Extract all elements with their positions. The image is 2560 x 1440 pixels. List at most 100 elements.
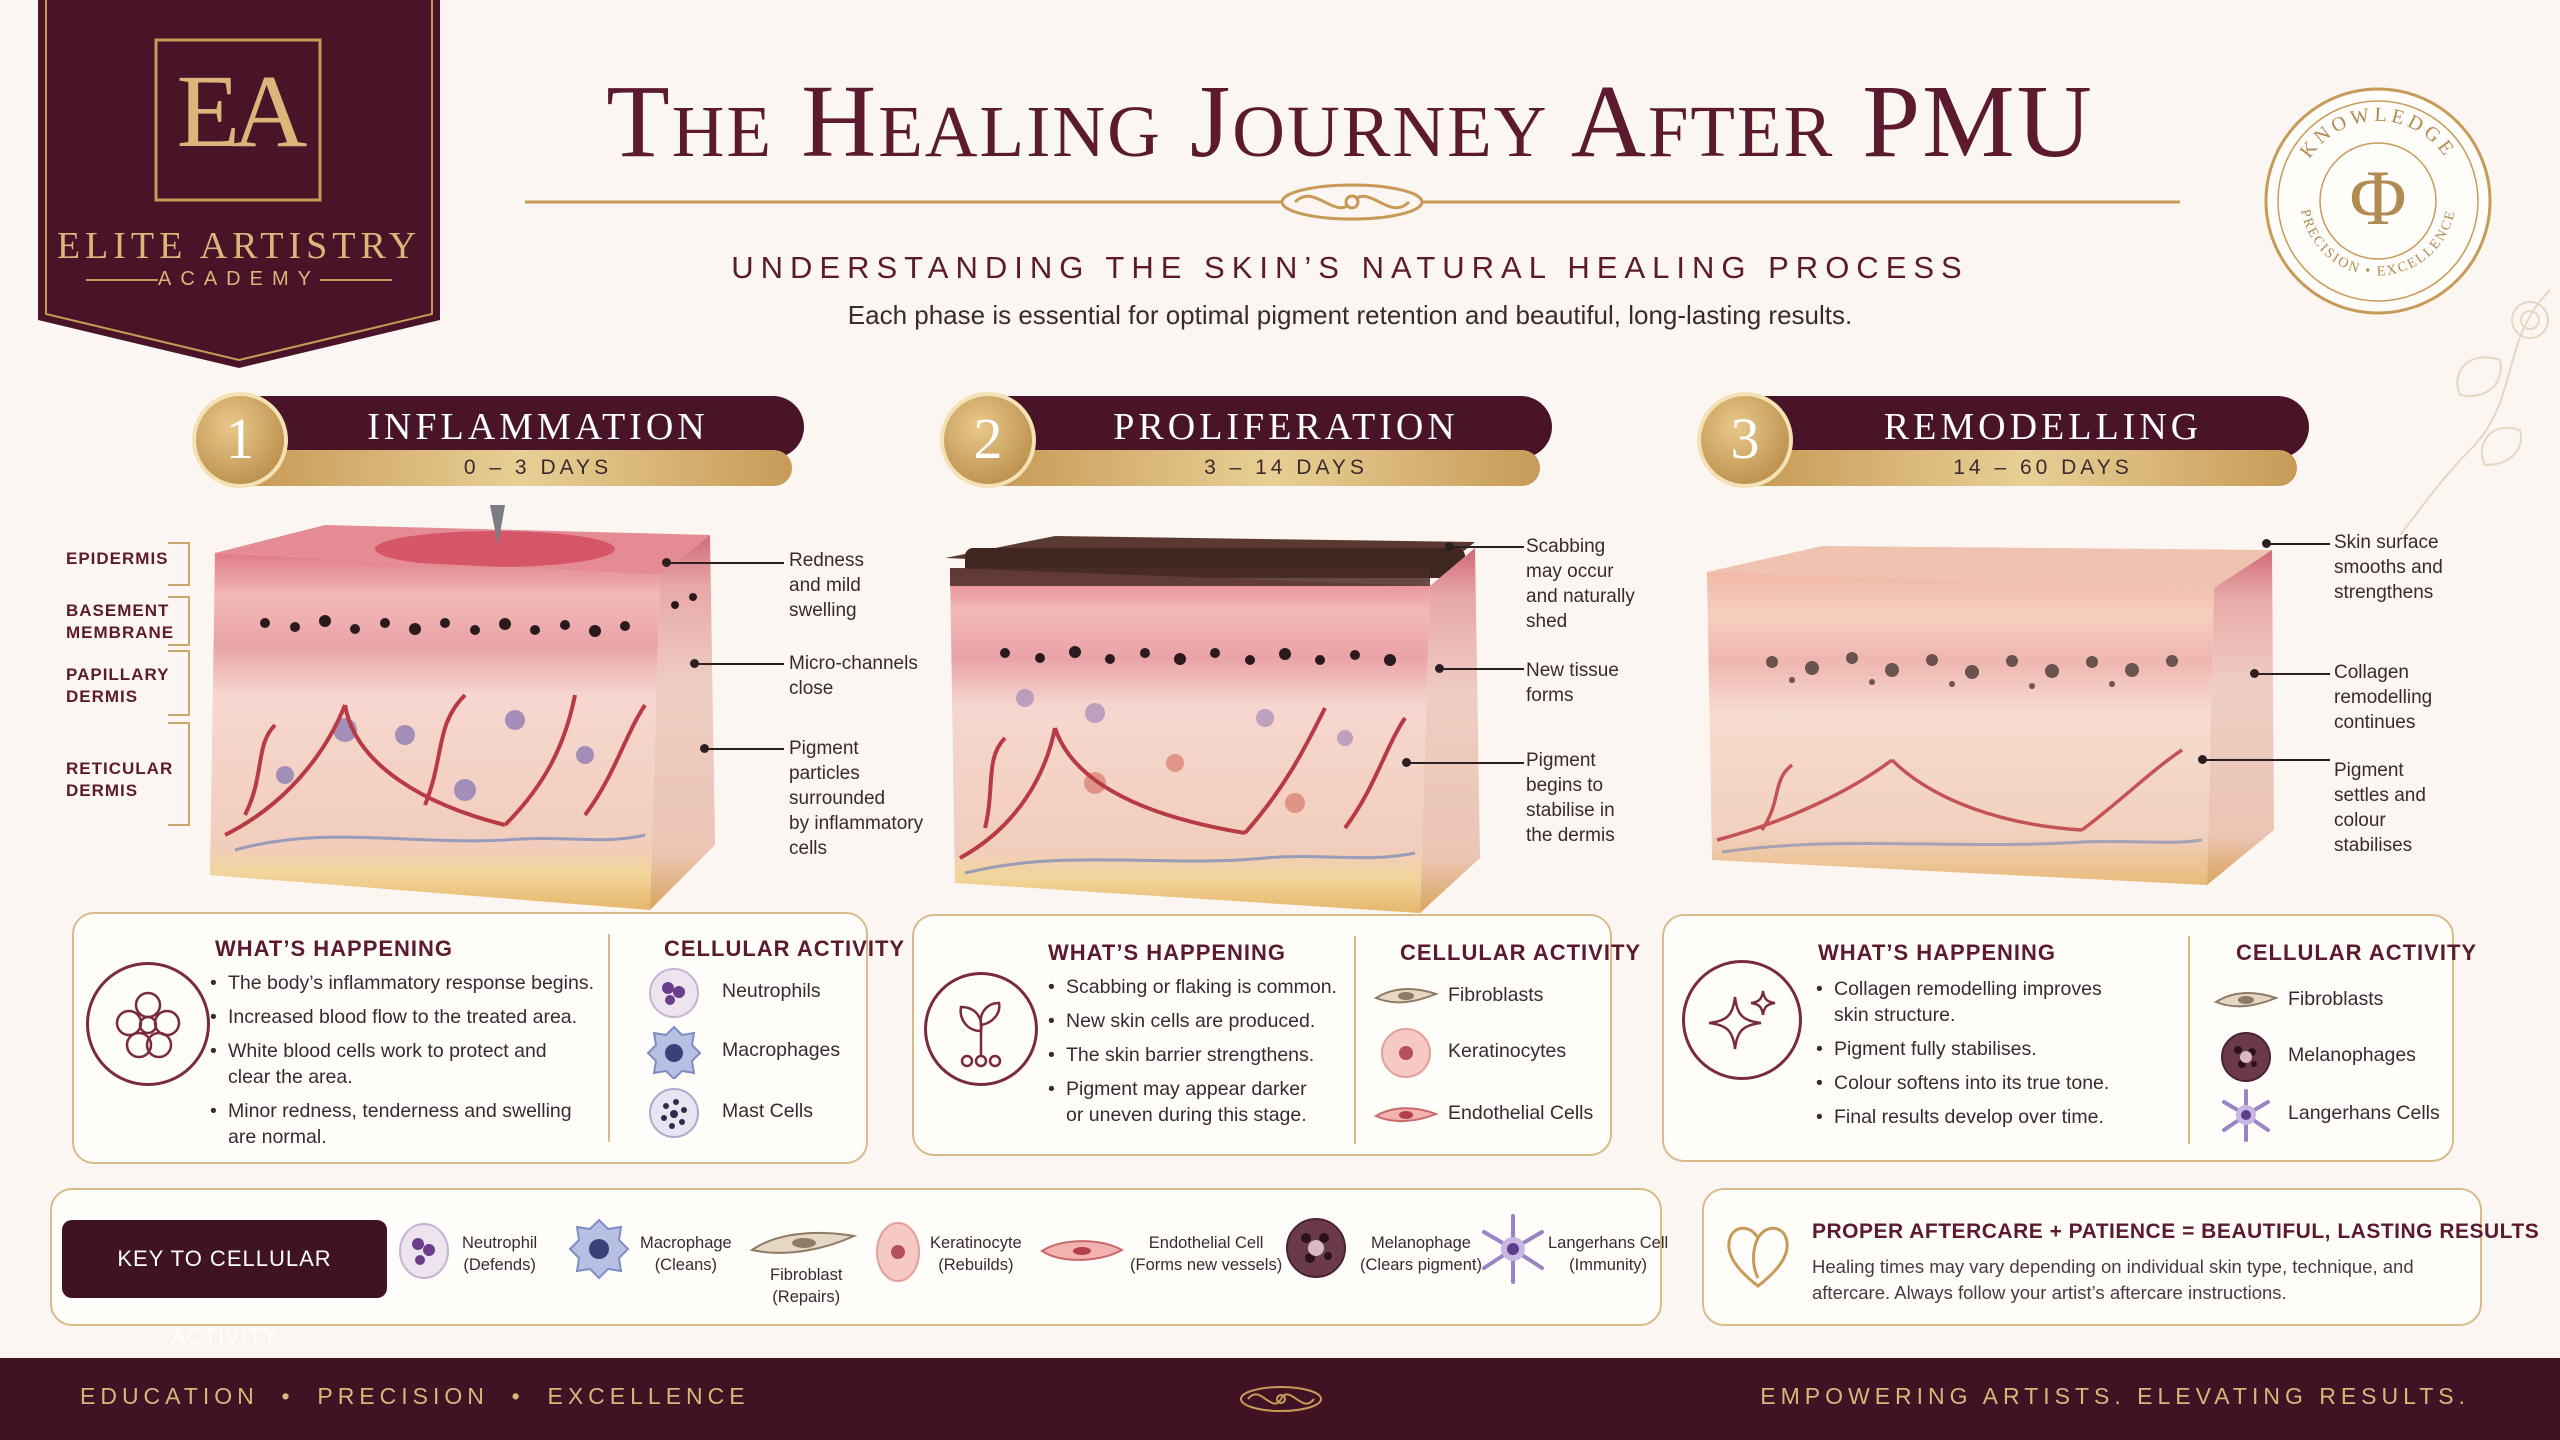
happening-item: Final results develop over time. xyxy=(1814,1104,2194,1130)
key-label: KEY TO CELLULAR ACTIVITY xyxy=(62,1220,387,1349)
logo-banner: EA Elite Artistry ACADEMY xyxy=(38,0,440,370)
key-item-macrophage: Macrophage(Cleans) xyxy=(640,1232,732,1276)
happening-item: The skin barrier strengthens. xyxy=(1046,1042,1346,1068)
phase-number: 3 xyxy=(1697,392,1793,488)
happening-item: Pigment may appear darker or uneven duri… xyxy=(1046,1076,1346,1128)
keratinocyte-icon xyxy=(876,1222,920,1282)
cell-label: Endothelial Cells xyxy=(1448,1102,1594,1124)
callout-pigment-stabilise: Pigment begins to stabilise in the dermi… xyxy=(1526,750,1615,846)
logo-sub: ACADEMY xyxy=(158,268,320,290)
cellular-title: CELLULAR ACTIVITY xyxy=(1400,940,1642,965)
layer-bracket xyxy=(168,542,190,586)
key-item-role: (Defends) xyxy=(463,1256,536,1274)
page-title: The Healing Journey After PMU xyxy=(606,64,2094,179)
cell-label: Keratinocytes xyxy=(1448,1040,1567,1062)
happening-item: Scabbing or flaking is common. xyxy=(1046,974,1346,1000)
footer-right-text: EMPOWERING ARTISTS. ELEVATING RESULTS. xyxy=(1760,1383,2470,1409)
phase-days: 14 – 60 DAYS xyxy=(1953,456,2133,479)
key-item-endothelial: Endothelial Cell (Forms new vessels) xyxy=(1130,1232,1282,1276)
key-item-langerhans: Langerhans Cell(Immunity) xyxy=(1548,1232,1668,1276)
key-item-role: (Repairs) xyxy=(772,1288,841,1306)
key-item-role: (Rebuilds) xyxy=(938,1256,1014,1274)
neutrophil-icon xyxy=(649,968,699,1018)
langerhans-cell-icon xyxy=(2222,1089,2270,1142)
callout-pigment-inflammatory: Pigment particles surrounded by inflamma… xyxy=(789,738,924,859)
key-item-name: Keratinocyte xyxy=(930,1234,1022,1252)
key-item-keratinocyte: Keratinocyte (Rebuilds) xyxy=(930,1232,1022,1276)
skin-block-proliferation xyxy=(945,536,1480,913)
key-item-role: (Clears pigment) xyxy=(1360,1256,1482,1274)
melanophage-icon xyxy=(2221,1032,2271,1082)
seal-glyph: Φ xyxy=(2349,154,2407,241)
melanophage-icon xyxy=(1286,1218,1346,1278)
happening-list: Collagen remodelling improves skin struc… xyxy=(1814,976,2194,1138)
cell-label: Macrophages xyxy=(722,1039,841,1061)
cell-label: Melanophages xyxy=(2288,1044,2416,1066)
footer-left-text: EDUCATION • PRECISION • EXCELLENCE xyxy=(80,1383,750,1409)
key-item-melanophage: Melanophage (Clears pigment) xyxy=(1360,1232,1482,1276)
phase-title: INFLAMMATION xyxy=(367,406,709,448)
layer-label-reticular: RETICULAR DERMIS xyxy=(66,759,174,800)
happening-list: Scabbing or flaking is common. New skin … xyxy=(1046,974,1346,1136)
key-item-role: (Immunity) xyxy=(1569,1256,1648,1274)
sprout-icon xyxy=(924,972,1038,1086)
key-item-role: (Forms new vessels) xyxy=(1130,1256,1283,1274)
aftercare-title: PROPER AFTERCARE + PATIENCE = BEAUTIFUL,… xyxy=(1812,1220,2540,1243)
logo-name: Elite Artistry xyxy=(56,225,422,267)
callout-microchannels: Micro-channels close xyxy=(789,653,918,699)
phase-header-2: 2 PROLIFERATION 3 – 14 DAYS xyxy=(940,392,1552,494)
layer-bracket xyxy=(168,596,190,646)
key-item-name: Macrophage xyxy=(640,1234,732,1252)
happening-title: WHAT’S HAPPENING xyxy=(1048,940,1287,965)
phase-header-3: 3 REMODELLING 14 – 60 DAYS xyxy=(1697,392,2309,494)
cell-label: Langerhans Cells xyxy=(2288,1102,2440,1124)
callout-new-tissue: New tissue forms xyxy=(1526,660,1619,706)
footer-ornament xyxy=(1240,1386,1322,1412)
key-item-name: Fibroblast xyxy=(770,1266,843,1284)
key-item-name: Neutrophil xyxy=(462,1234,538,1252)
phase-days: 0 – 3 DAYS xyxy=(463,456,613,479)
phase-number: 1 xyxy=(192,392,288,488)
happening-item: Increased blood flow to the treated area… xyxy=(208,1004,603,1030)
layer-label-papillary: PAPILLARY DERMIS xyxy=(66,665,170,706)
happening-item: White blood cells work to protect and cl… xyxy=(208,1038,603,1090)
layer-bracket xyxy=(168,650,190,716)
skin-block-inflammation xyxy=(210,505,715,910)
callout-scabbing: Scabbing may occur and naturally shed xyxy=(1526,536,1635,632)
heart-icon xyxy=(1727,1226,1789,1288)
happening-item: Colour softens into its true tone. xyxy=(1814,1070,2194,1096)
phase-header-1: 1 INFLAMMATION 0 – 3 DAYS xyxy=(192,392,804,494)
macrophage-icon xyxy=(646,1025,702,1079)
title-divider xyxy=(525,183,2180,221)
happening-title: WHAT’S HAPPENING xyxy=(1818,940,2057,965)
cell-label: Fibroblasts xyxy=(2288,988,2384,1010)
key-item-neutrophil: Neutrophil (Defends) xyxy=(462,1232,537,1276)
cellular-title: CELLULAR ACTIVITY xyxy=(664,936,906,961)
key-item-name: Endothelial Cell xyxy=(1148,1234,1264,1252)
mast-cell-icon xyxy=(649,1088,699,1138)
key-item-name: Melanophage xyxy=(1370,1234,1471,1252)
callout-collagen: Collagen remodelling continues xyxy=(2334,662,2433,733)
phase-title: PROLIFERATION xyxy=(1113,406,1459,448)
phase-title: REMODELLING xyxy=(1883,406,2203,448)
page-subtitle: UNDERSTANDING THE SKIN’S NATURAL HEALING… xyxy=(731,250,1969,285)
aftercare-box xyxy=(1702,1188,2482,1326)
fibroblast-icon xyxy=(1373,988,1439,1004)
happening-list: The body’s inflammatory response begins.… xyxy=(208,970,603,1158)
floral-corner-decoration xyxy=(2399,289,2551,536)
happening-item: New skin cells are produced. xyxy=(1046,1008,1346,1034)
endothelial-cell-icon xyxy=(1373,1107,1439,1122)
fibroblast-icon xyxy=(2213,992,2279,1008)
cellular-title: CELLULAR ACTIVITY xyxy=(2236,940,2478,965)
skin-block-remodelling xyxy=(1707,546,2274,885)
callout-skin-surface: Skin surface smooths and strengthens xyxy=(2334,532,2443,603)
happening-item: Collagen remodelling improves skin struc… xyxy=(1814,976,2194,1028)
endothelial-cell-icon xyxy=(1040,1240,1124,1261)
cell-label: Mast Cells xyxy=(722,1100,814,1122)
macrophage-icon xyxy=(568,1218,630,1280)
key-item-fibroblast: Fibroblast (Repairs) xyxy=(770,1264,842,1308)
neutrophil-icon xyxy=(399,1223,449,1279)
cell-label: Neutrophils xyxy=(722,980,821,1002)
cluster-cells-icon xyxy=(86,962,210,1086)
callout-redness: Redness and mild swelling xyxy=(789,550,864,621)
